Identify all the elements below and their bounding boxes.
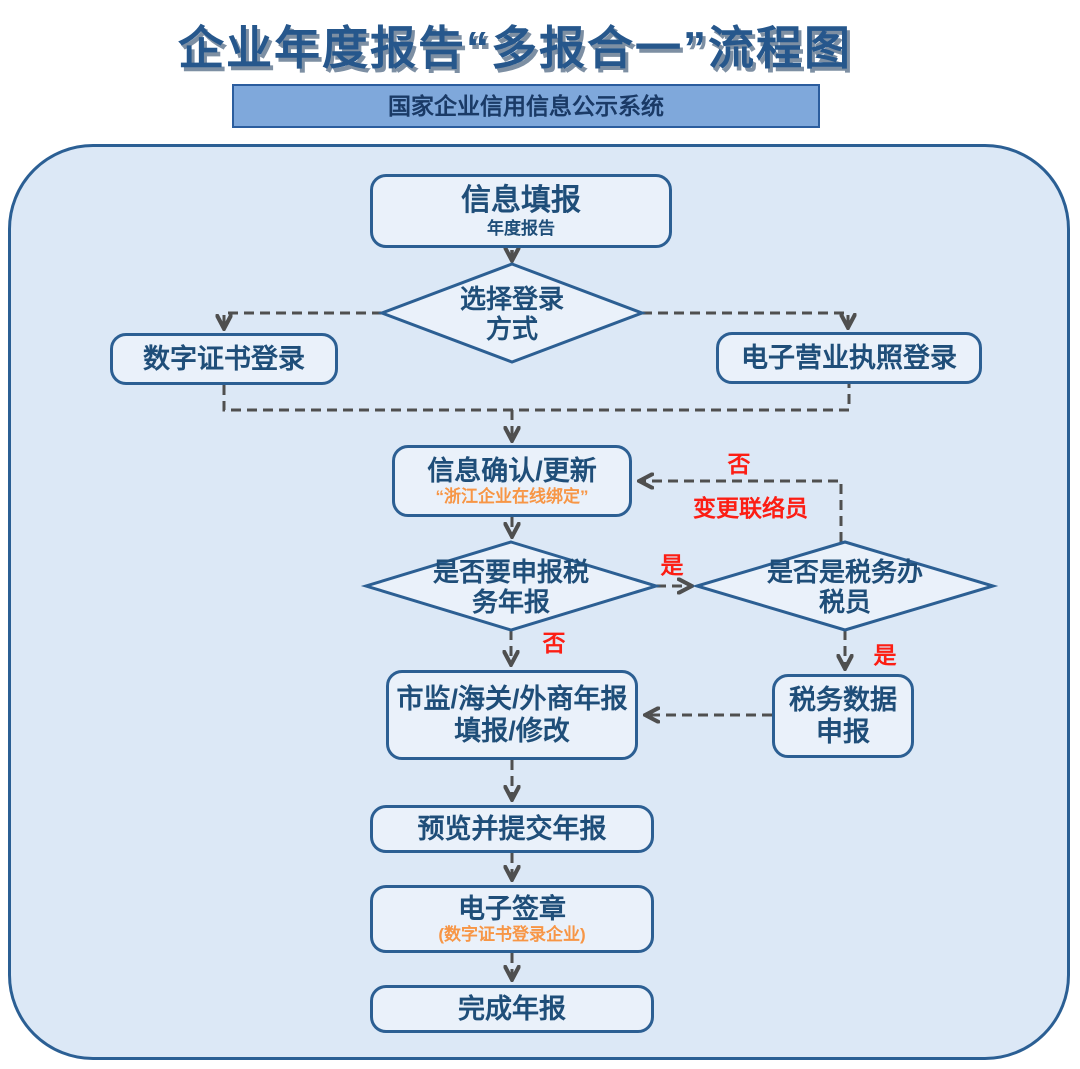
node-info-fill-sublabel: 年度报告 <box>487 219 555 239</box>
node-elicense-login: 电子营业执照登录 <box>716 332 982 384</box>
node-e-signature: 电子签章 (数字证书登录企业) <box>370 885 654 953</box>
edge-label-need-report-no: 否 <box>542 630 566 656</box>
node-complete-report-label: 完成年报 <box>458 993 566 1024</box>
edge-label-officer-no: 否 <box>727 451 751 477</box>
node-info-confirm: 信息确认/更新 “浙江企业在线绑定” <box>392 445 632 517</box>
node-tax-data-filing: 税务数据 申报 <box>772 674 914 758</box>
edge-label-need-report-yes: 是 <box>660 552 684 578</box>
node-elicense-label: 电子营业执照登录 <box>741 342 957 373</box>
node-digital-cert-login: 数字证书登录 <box>110 333 338 385</box>
node-e-signature-label: 电子签章 <box>458 894 566 925</box>
node-preview-submit-label: 预览并提交年报 <box>417 813 607 844</box>
decision-need-tax-report: 是否要申报税 务年报 <box>432 557 589 617</box>
node-info-fill-label: 信息填报 <box>461 184 581 218</box>
decision-is-tax-officer: 是否是税务办 税员 <box>766 557 923 617</box>
node-digital-cert-label: 数字证书登录 <box>143 343 305 374</box>
node-complete-report: 完成年报 <box>370 985 654 1033</box>
edge-label-officer-yes: 是 <box>873 642 897 668</box>
edge-label-change-liaison: 变更联络员 <box>693 495 808 521</box>
node-info-fill: 信息填报 年度报告 <box>370 174 672 248</box>
node-market-customs-annual: 市监/海关/外商年报 填报/修改 <box>386 670 638 760</box>
node-info-confirm-label: 信息确认/更新 <box>427 456 597 487</box>
node-preview-submit: 预览并提交年报 <box>370 805 654 853</box>
decision-login-method: 选择登录 方式 <box>459 284 564 344</box>
page-title: 企业年度报告“多报合一”流程图 <box>178 22 852 74</box>
node-e-signature-sublabel: (数字证书登录企业) <box>438 925 586 945</box>
system-banner: 国家企业信用信息公示系统 <box>232 84 820 128</box>
node-info-confirm-sublabel: “浙江企业在线绑定” <box>435 487 589 507</box>
